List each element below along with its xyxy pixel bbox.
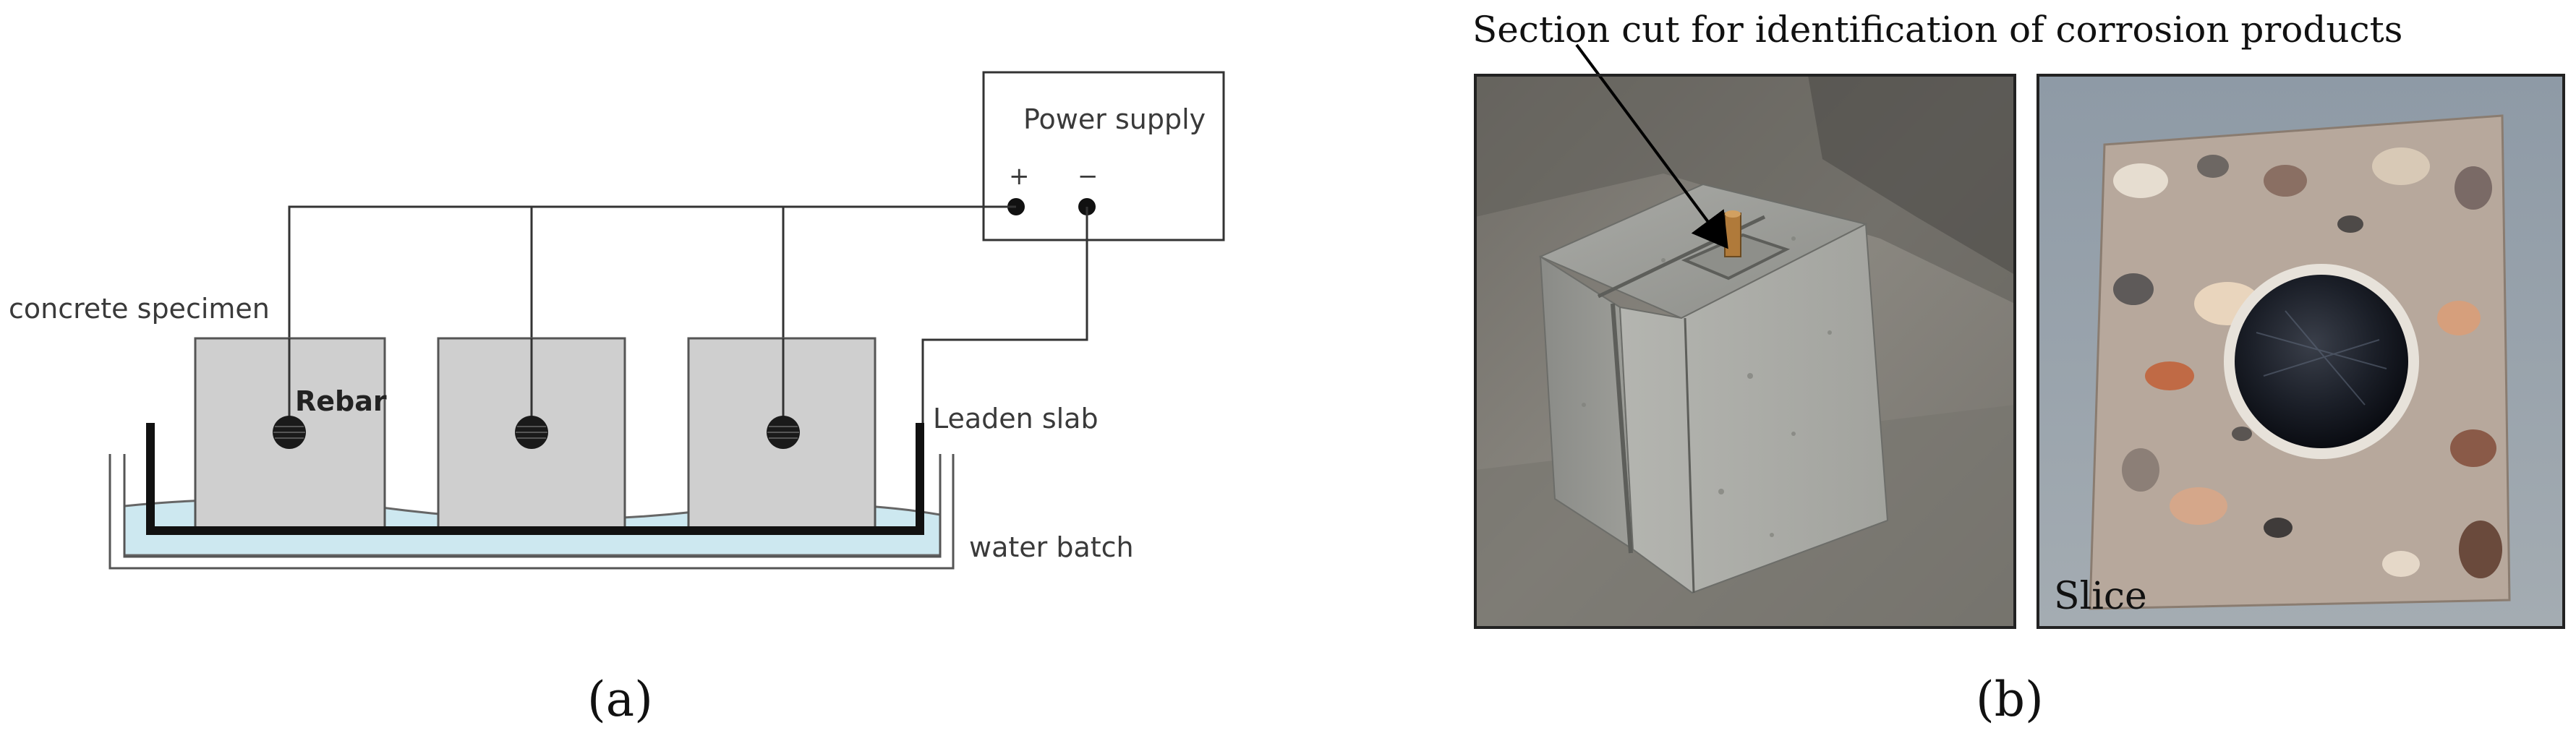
concrete-specimen-3 — [687, 337, 877, 531]
rebar-2 — [515, 416, 548, 449]
cube-photo — [1474, 43, 2016, 629]
section-cut-label: Section cut for identification of corros… — [1472, 9, 2402, 51]
aggregate — [2113, 147, 2502, 578]
leaden-slab — [146, 423, 924, 535]
cube-front-face — [1618, 223, 1889, 594]
panel-a-schematic: Power supply + − — [9, 71, 1225, 727]
minus-terminal-label: − — [1078, 162, 1099, 191]
plus-terminal-label: + — [1009, 162, 1030, 191]
leaden-slab-label: Leaden slab — [933, 403, 1099, 434]
panel-b-photos: Section cut for identification of corros… — [1472, 9, 2565, 727]
power-supply-label: Power supply — [1023, 103, 1206, 135]
slice-label: Slice — [2054, 575, 2147, 618]
rebar-stub — [1724, 213, 1741, 257]
rebar-label: Rebar — [295, 385, 387, 417]
rebar-1 — [273, 416, 306, 449]
section-cut-arrow — [1575, 43, 1728, 249]
power-supply-box — [982, 71, 1225, 241]
water-batch-label: water batch — [969, 531, 1134, 563]
slice-photo: Slice — [2037, 74, 2565, 629]
rebar-3 — [767, 416, 800, 449]
caption-a: (a) — [587, 672, 653, 727]
concrete-specimen-label: concrete specimen — [9, 293, 270, 325]
caption-b: (b) — [1976, 672, 2044, 727]
